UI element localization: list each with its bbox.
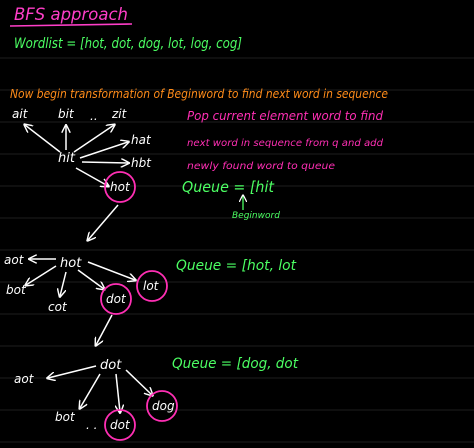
tree3-neighbor-bot: bot — [55, 410, 76, 424]
instruction: Now begin transformation of Beginword to… — [10, 87, 388, 101]
tree3-found-dog-circle — [146, 390, 178, 422]
note-line-3: newly found word to queue — [187, 161, 335, 172]
tree1-neighbor-bit: bit — [58, 107, 75, 121]
tree1-center-hit: hit — [58, 151, 76, 166]
tree1-neighbor-ait: ait — [12, 107, 29, 121]
title: BFS approach — [14, 5, 128, 25]
tree2-found-dot: dot — [106, 292, 127, 306]
wordlist: Wordlist = [hot, dot, dog, lot, log, cog… — [14, 36, 242, 52]
tree3-center-dot: dot — [100, 358, 122, 373]
tree2-neighbor-cot: cot — [48, 300, 68, 314]
tree3-neighbor-aot: aot — [14, 372, 35, 386]
note-line-1: Pop current element word to find — [187, 109, 383, 123]
tree2-found-lot: lot — [143, 279, 160, 293]
tree3-found-dot: dot — [110, 418, 131, 432]
queue-3: Queue = [dog, dot — [172, 356, 298, 372]
tree-hot — [26, 259, 135, 345]
note-line-2: next word in sequence from q and add — [187, 138, 384, 149]
tree1-dots: .. — [90, 109, 98, 123]
queue-1-label: Beginword — [232, 211, 280, 221]
tree2-neighbor-bot: bot — [6, 283, 27, 297]
tree2-found-dot-circle — [100, 283, 132, 315]
queue-2: Queue = [hot, lot — [176, 258, 297, 274]
title-underline — [9, 23, 133, 27]
tree3-found-dog: dog — [152, 399, 175, 413]
tree2-center-hot: hot — [60, 256, 82, 271]
tree2-neighbor-aot: aot — [4, 253, 25, 267]
tree1-neighbor-hbt: hbt — [131, 156, 152, 170]
tree3-dots: . . — [86, 418, 97, 432]
tree3-found-dot-circle — [104, 409, 136, 441]
tree-dot — [48, 365, 152, 412]
tree1-found-hot: hot — [110, 180, 131, 194]
tree1-neighbor-hat: hat — [131, 133, 152, 147]
queue-1: Queue = [hit — [182, 178, 275, 196]
tree2-found-lot-circle — [136, 270, 168, 302]
tree1-neighbor-zit: zit — [111, 107, 128, 121]
tree1-found-circle — [104, 171, 136, 203]
tree-hit — [25, 125, 128, 240]
